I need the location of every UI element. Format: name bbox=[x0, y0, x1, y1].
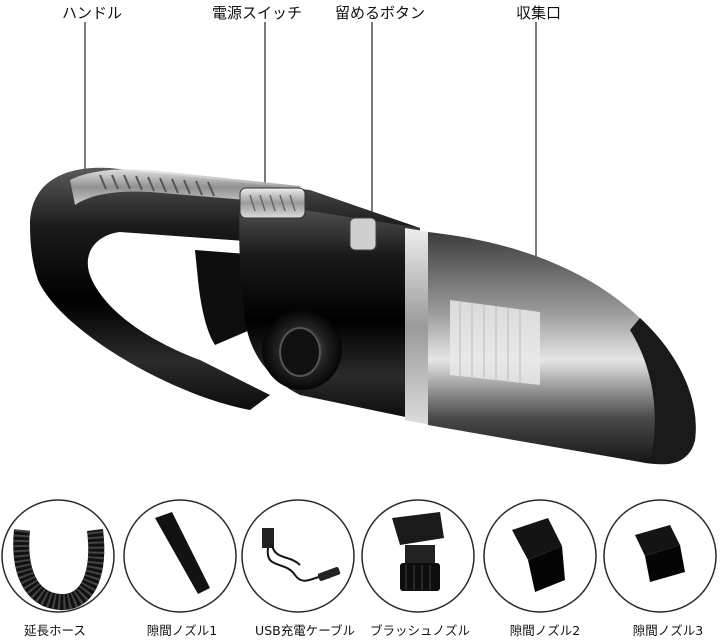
dust-bin bbox=[428, 232, 696, 465]
accessory-label-brush: ブラッシュノズル bbox=[369, 623, 471, 638]
callout-lock-button: 留めるボタン bbox=[335, 4, 426, 22]
crevice-nozzle-3-icon bbox=[635, 525, 685, 582]
nozzle-tip bbox=[630, 318, 696, 465]
crevice-nozzle-2-icon bbox=[512, 518, 565, 592]
usb-cable-icon bbox=[262, 528, 341, 582]
filter bbox=[450, 300, 540, 385]
accessory-label-usb: USB充電ケーブル bbox=[255, 623, 355, 638]
chrome-ring bbox=[405, 228, 430, 425]
filter-pleats bbox=[459, 302, 521, 383]
vacuum-cleaner bbox=[30, 167, 696, 465]
callout-collection-port: 収集口 bbox=[516, 4, 562, 22]
accessory-label-crevice-2: 隙間ノズル2 bbox=[509, 623, 581, 638]
motor-body bbox=[239, 200, 420, 420]
callout-power-switch: 電源スイッチ bbox=[212, 4, 303, 22]
crevice-nozzle-1-icon bbox=[155, 512, 210, 594]
accessory-label-crevice-3: 隙間ノズル3 bbox=[632, 623, 704, 638]
grip-ridges bbox=[99, 174, 215, 197]
lock-button bbox=[349, 217, 377, 251]
callout-handle: ハンドル bbox=[62, 4, 123, 22]
brush-nozzle-icon bbox=[392, 512, 444, 591]
accessory-row bbox=[1, 499, 717, 613]
accessory-circle-usb bbox=[241, 499, 355, 613]
accessory-label-crevice-1: 隙間ノズル1 bbox=[146, 623, 218, 638]
accessory-label-hose: 延長ホース bbox=[24, 623, 86, 638]
